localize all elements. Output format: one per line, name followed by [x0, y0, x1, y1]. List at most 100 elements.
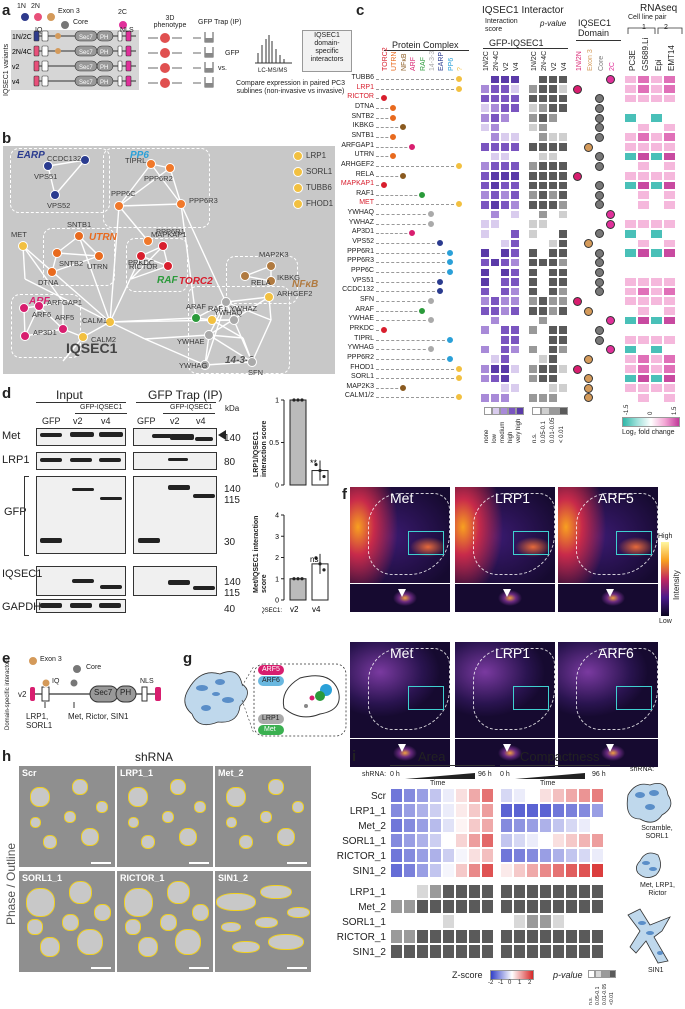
input-header-line — [36, 402, 126, 403]
complex-dot — [455, 364, 464, 373]
area-cell — [429, 803, 442, 818]
pvalue-cell — [558, 335, 568, 345]
pvalue-legend-label: < 0.01 — [559, 426, 565, 444]
score-cell — [500, 277, 510, 287]
network-node-label: ARF5 — [55, 313, 75, 322]
complex-dot — [427, 316, 435, 325]
score-cell — [510, 219, 520, 229]
score-cell — [480, 315, 490, 326]
area-cell — [403, 788, 416, 803]
pvalue-legend-label: 0.01-0.05 — [550, 417, 556, 444]
network-node-label: MAPKAP1 — [151, 230, 187, 239]
legend-node-lrp1 — [293, 151, 303, 161]
area-p-cell — [429, 884, 442, 899]
score-cell — [500, 113, 510, 123]
pvalue-col-header: V2 — [551, 62, 558, 71]
area-cell — [429, 833, 442, 848]
interactor-row-label: YWHAE — [348, 315, 374, 323]
area-p-cell — [416, 884, 429, 899]
rnaseq-cell — [650, 151, 663, 162]
domain-row-guide — [574, 387, 622, 389]
pvalue-cell — [538, 354, 548, 364]
network-node-label: PPP6R2 — [144, 174, 173, 183]
compact-cell — [526, 863, 539, 878]
svg-text:Sec7: Sec7 — [79, 80, 93, 86]
domain-dot — [606, 219, 615, 229]
rnaseq-cell — [637, 151, 650, 162]
h-shrna-title: shRNA — [135, 750, 174, 764]
cell-outline — [473, 493, 555, 575]
rnaseq-col-header: GS689.Li — [641, 37, 650, 71]
pvalue-cell — [528, 373, 538, 384]
pvalue-cell — [548, 142, 558, 152]
area-cell — [455, 788, 468, 803]
network-node-label: ARF6 — [32, 310, 52, 319]
cell-colony — [170, 779, 186, 795]
variant-iq-label: IQ — [35, 27, 43, 34]
compact-p-cell — [500, 884, 513, 899]
torc2-group-name: TORC2 — [179, 276, 213, 287]
score-cell — [480, 335, 490, 345]
network-node-label: DTNA — [38, 278, 59, 287]
domain-row-guide — [574, 358, 622, 360]
compact-cell — [578, 833, 591, 848]
domain-dot — [606, 316, 615, 326]
phase-label: SIN1_2 — [218, 873, 249, 883]
cell-colony — [64, 811, 76, 823]
score-cell — [510, 74, 520, 85]
area-cell — [455, 818, 468, 833]
legend-exon3-label: Exon 3 — [58, 8, 80, 15]
score-cell — [480, 132, 490, 143]
score-cell — [500, 132, 510, 143]
rnaseq-cell — [650, 248, 663, 258]
cell-outline — [368, 493, 450, 575]
network-node-vps52 — [50, 190, 60, 200]
interactor-row-label: TUBB6 — [351, 74, 374, 81]
micrograph-zoom — [350, 739, 450, 767]
domain-dot — [595, 277, 604, 287]
rnaseq-col-header: PC3E — [628, 50, 637, 71]
rnaseq-cell — [637, 199, 650, 210]
interactor-row-label: PPP6R2 — [347, 353, 374, 361]
score-cell — [480, 142, 490, 152]
pvalue-legend-label: 0.05-0.1 — [541, 421, 547, 444]
compact-cell — [565, 818, 578, 833]
compact-p-cell — [539, 884, 552, 899]
score-cell — [500, 257, 510, 268]
score-cell — [480, 392, 490, 403]
score-cell — [500, 180, 510, 191]
score-col-header: 2N-4C — [493, 50, 500, 71]
score-cell — [500, 306, 510, 316]
row-guide — [376, 281, 441, 283]
score-cell — [500, 142, 510, 152]
legend-node-label: SORL1 — [306, 167, 333, 176]
rnaseq-cell — [663, 190, 676, 200]
pvalue-cell — [528, 219, 538, 229]
phase-label: SORL1_1 — [22, 873, 63, 883]
pvalue-cell — [558, 113, 568, 123]
g-lrp1-badge — [258, 714, 284, 724]
compact-cell — [578, 803, 591, 818]
domain-row-guide — [574, 397, 622, 399]
interactor-row-label: LRP1 — [356, 83, 374, 91]
bar-tick-label: 0.5 — [269, 440, 279, 447]
gfp-label-a: GFP — [225, 50, 240, 57]
complex-col-header: EARP — [438, 51, 446, 71]
complex-col-header: TORC2 — [382, 47, 389, 71]
rnaseq-cell — [663, 74, 676, 85]
score-cell — [490, 325, 500, 336]
svg-text:Sec7: Sec7 — [79, 50, 93, 56]
pvalue-cell — [528, 364, 538, 374]
pvalue-cell — [548, 344, 558, 355]
row-guide — [376, 175, 403, 177]
interactor-row-label: CALM1/2 — [344, 392, 374, 400]
pvalue-cell — [538, 74, 548, 85]
bar-tick-label: 3 — [275, 534, 279, 541]
legend-node-sorl1 — [293, 167, 303, 177]
legend-1n-dot — [20, 12, 30, 22]
domain-col-header: 1N/2N — [576, 51, 583, 71]
e-side-label: Domain-specific interactors — [5, 657, 11, 730]
domain-dot — [606, 345, 615, 355]
trap-lane-label: v2 — [170, 416, 180, 426]
domain-dot — [573, 296, 582, 306]
